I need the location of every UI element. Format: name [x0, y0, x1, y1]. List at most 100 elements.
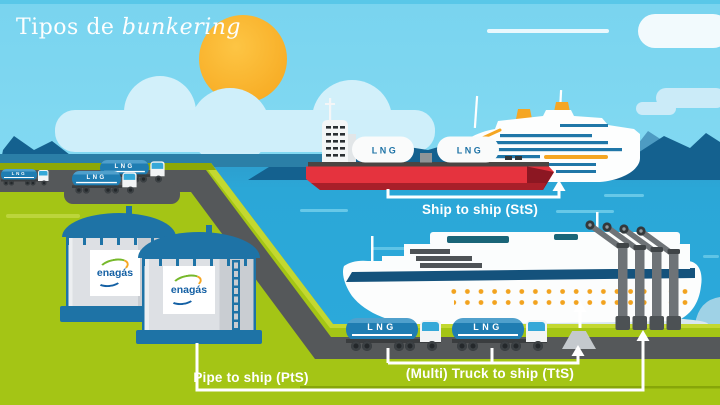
lng-tank — [437, 136, 499, 163]
wheel — [500, 341, 510, 351]
truck-cab — [38, 170, 49, 181]
wheel — [457, 341, 467, 351]
field-divider-line — [300, 386, 720, 389]
arm-joint — [585, 220, 646, 236]
brand-text: enagás — [96, 267, 134, 279]
title-prefix: Tipos de — [16, 15, 122, 40]
wheel — [468, 341, 478, 351]
tank-stripe — [76, 181, 117, 183]
pts-bracket-line — [195, 340, 645, 392]
window-stripe — [416, 256, 472, 261]
tank-vent — [206, 225, 212, 233]
wheel — [127, 186, 134, 194]
lng-text: LNG — [11, 171, 27, 176]
truck-lng-tank: LNG — [72, 171, 121, 187]
mound-arrow-up-icon — [573, 301, 587, 312]
truck-chassis — [346, 339, 441, 343]
lng-text: LNG — [86, 173, 107, 181]
lng-tanker-truck: LNG — [1, 169, 49, 186]
wheel — [351, 341, 361, 351]
tank-vent — [126, 206, 132, 214]
wheel — [362, 341, 372, 351]
navy-deck-band — [346, 268, 695, 282]
cloud — [638, 14, 720, 48]
wheel — [427, 341, 437, 351]
mast-crossbar — [325, 103, 335, 105]
tank-stripe — [4, 177, 34, 178]
deck-fitting — [505, 156, 512, 160]
cloud — [636, 102, 676, 115]
hull-stripe — [548, 163, 596, 166]
truck-chassis — [1, 179, 49, 182]
wheel — [25, 180, 30, 186]
teal-deck-bar — [554, 234, 578, 240]
window-stripe — [410, 249, 450, 254]
bridge-annex — [348, 134, 356, 164]
enagas-logo: enagás — [90, 250, 140, 296]
sts-label: Ship to ship (StS) — [421, 202, 539, 217]
porthole-row — [454, 295, 692, 306]
page-title: Tipos de bunkering — [16, 15, 241, 40]
sts-arrow-up-icon — [552, 180, 566, 191]
windshield — [422, 322, 439, 331]
ship-to-ship-scene: LNG LNG — [300, 89, 644, 213]
lng-text: LNG — [114, 162, 135, 170]
sea-streak — [300, 209, 348, 212]
wheel — [155, 175, 162, 183]
pillar-base — [615, 316, 681, 330]
deck-strip — [308, 162, 549, 167]
tank-stripe — [352, 334, 412, 336]
wheel — [104, 186, 112, 194]
bridge-windows — [326, 126, 345, 157]
red-hull-bottom — [311, 183, 546, 190]
pts-arrow-up-icon — [636, 330, 650, 341]
truck-cab — [122, 172, 137, 188]
jetty-loading-arms — [585, 220, 681, 330]
title-italic: bunkering — [121, 15, 241, 40]
windshield — [39, 171, 48, 176]
lng-text: LNG — [367, 322, 397, 332]
funnel-icon — [554, 102, 570, 112]
wheel — [75, 186, 83, 194]
lng-text: LNG — [372, 146, 399, 156]
lng-tanker-truck: LNG — [452, 318, 547, 352]
lng-bunker-vessel: LNG LNG — [306, 98, 554, 190]
deck-trim-yellow — [544, 155, 608, 159]
teal-deck-bar — [447, 236, 509, 243]
wheel — [41, 180, 47, 186]
funnel-icon — [516, 109, 532, 119]
deck-stripe — [500, 134, 592, 138]
truck-platform — [64, 184, 180, 204]
wheel — [405, 341, 415, 351]
tts-arrow-up-icon — [571, 345, 585, 356]
deck-stripe — [560, 124, 608, 127]
deck-fitting — [515, 156, 522, 160]
tts-label: (Multi) Truck to ship (TtS) — [405, 366, 575, 381]
lng-tanker-truck: LNG — [346, 318, 441, 352]
wheel — [9, 180, 14, 186]
mast — [371, 236, 374, 274]
porthole-row — [447, 283, 691, 294]
wheel — [511, 341, 521, 351]
brand-text: enagás — [170, 284, 208, 296]
sea-streak — [372, 247, 412, 250]
wheel — [140, 175, 147, 183]
tank-base — [136, 330, 262, 344]
top-border-strip — [0, 0, 720, 4]
pillar-cap — [616, 243, 680, 254]
wheel — [533, 341, 543, 351]
truck-lng-tank: LNG — [1, 169, 37, 181]
window-stripe — [420, 263, 482, 268]
lng-text: LNG — [457, 146, 484, 156]
truck-lng-tank: LNG — [452, 318, 524, 341]
shore-pipe-mound — [562, 331, 596, 349]
lng-tank — [352, 136, 414, 163]
grass-streak — [6, 214, 80, 218]
deck-stripe — [464, 155, 540, 159]
deck-pipe — [420, 153, 432, 163]
windshield — [151, 162, 164, 169]
mast — [329, 98, 332, 122]
tank-stripe — [104, 170, 145, 172]
deck-stripe — [472, 148, 622, 152]
